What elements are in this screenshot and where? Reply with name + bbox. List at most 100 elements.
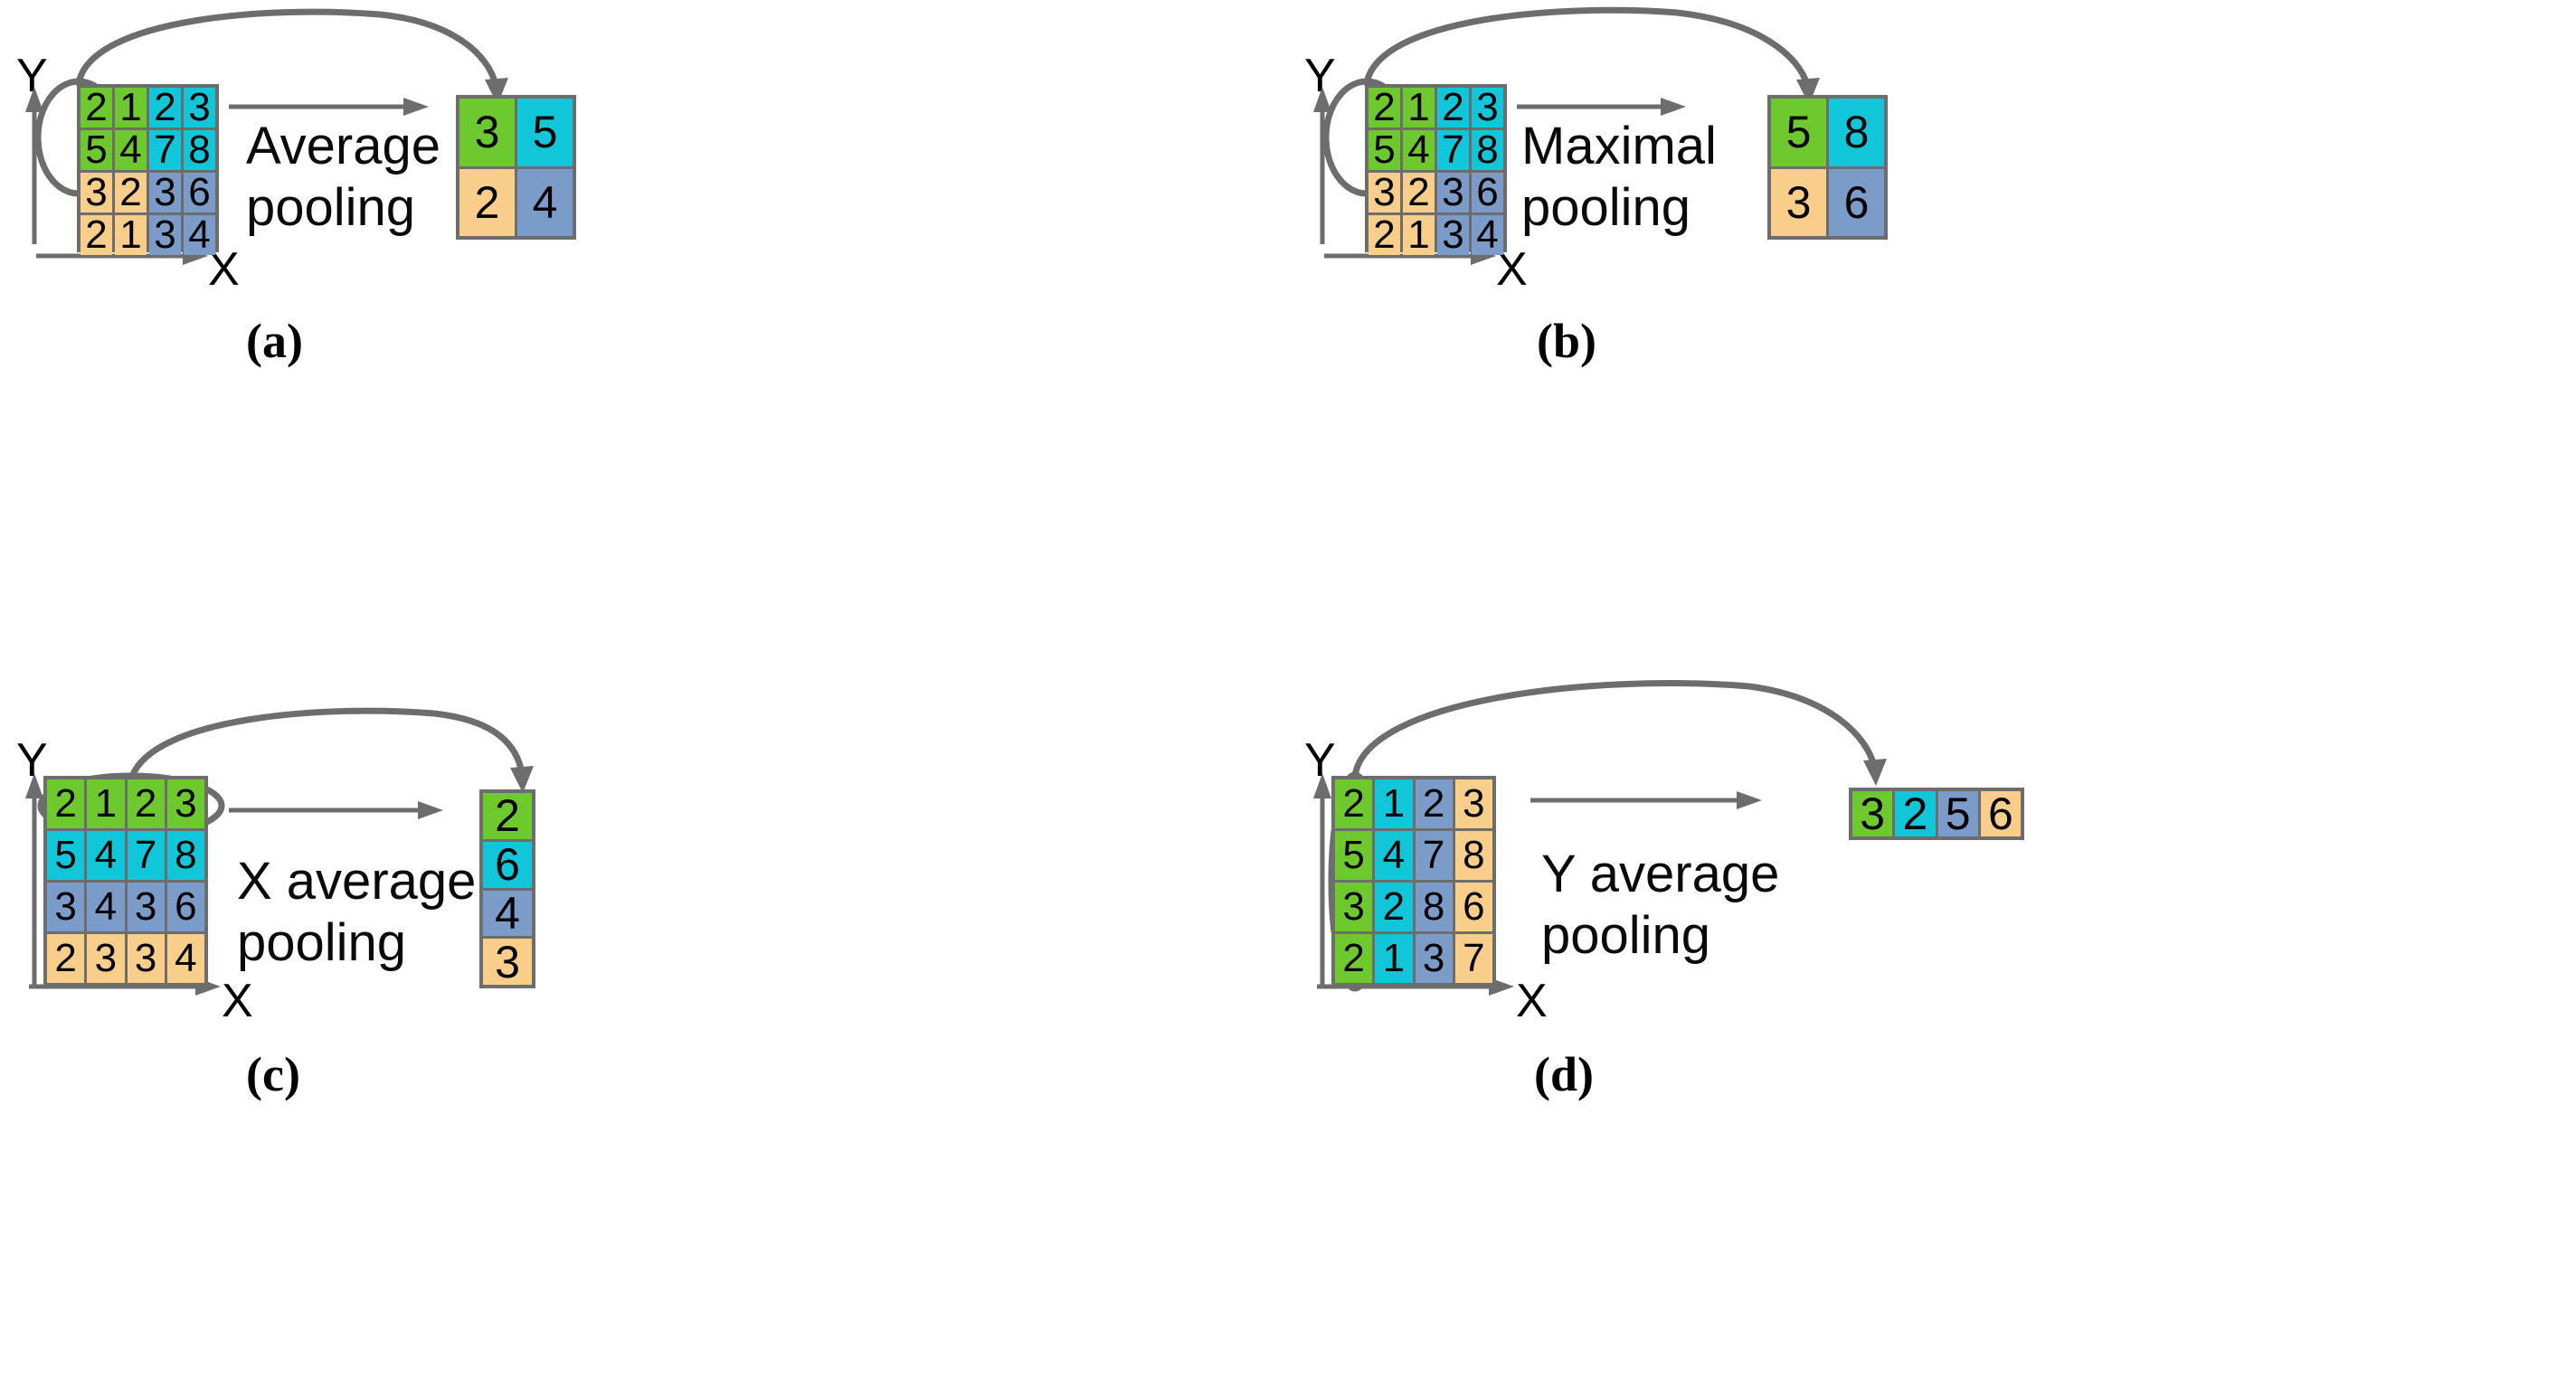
matrix-cell: 2 (483, 793, 532, 839)
input-matrix-b: 2 1 2 3 5 4 7 8 3 2 3 6 2 1 3 4 (1365, 84, 1507, 255)
panel-b: Y X 2 1 2 3 5 4 7 8 3 2 3 6 2 (1288, 0, 2576, 689)
operation-arrow (229, 801, 443, 819)
matrix-cell: 5 (80, 130, 112, 170)
matrix-cell: 5 (47, 831, 85, 880)
matrix-cell: 3 (1415, 934, 1453, 983)
matrix-cell: 2 (127, 779, 165, 828)
matrix-cell: 4 (87, 831, 125, 880)
axis-y-label: Y (16, 50, 48, 102)
matrix-cell: 5 (1368, 130, 1400, 170)
operation-label: Y average pooling (1541, 845, 1780, 966)
axis-y-label: Y (1304, 50, 1336, 102)
matrix-cell: 2 (115, 173, 147, 213)
matrix-cell: 2 (459, 168, 515, 236)
matrix-cell: 2 (1375, 883, 1413, 931)
matrix-cell: 7 (1415, 831, 1453, 880)
matrix-cell: 1 (1403, 88, 1435, 128)
output-matrix-d: 3 2 5 6 (1849, 788, 2024, 840)
output-matrix-c: 2 6 4 3 (479, 789, 535, 988)
matrix-cell: 3 (127, 934, 165, 983)
matrix-cell: 8 (1829, 99, 1884, 166)
output-matrix-a: 3 5 2 4 (456, 95, 576, 240)
matrix-cell: 3 (1771, 168, 1826, 236)
input-matrix-c: 2 1 2 3 5 4 7 8 3 4 3 6 2 3 3 4 (43, 776, 208, 987)
matrix-cell: 1 (115, 88, 147, 128)
matrix-cell: 3 (80, 173, 112, 213)
matrix-cell: 3 (149, 215, 181, 255)
matrix-cell: 2 (80, 215, 112, 255)
matrix-cell: 6 (1829, 168, 1884, 236)
matrix-cell: 2 (47, 934, 85, 983)
matrix-cell: 3 (166, 779, 204, 828)
panel-caption-a: (a) (246, 314, 303, 368)
matrix-cell: 7 (1454, 934, 1492, 983)
operation-arrow (1517, 98, 1686, 116)
matrix-cell: 6 (184, 173, 215, 213)
matrix-cell: 3 (459, 99, 515, 166)
matrix-cell: 3 (483, 939, 532, 985)
matrix-cell: 8 (1454, 831, 1492, 880)
matrix-cell: 2 (1895, 791, 1936, 836)
matrix-cell: 1 (87, 779, 125, 828)
matrix-cell: 3 (87, 934, 125, 983)
mapping-arc (1351, 680, 1887, 786)
matrix-cell: 3 (127, 883, 165, 931)
matrix-cell: 4 (483, 890, 532, 937)
matrix-cell: 6 (1454, 883, 1492, 931)
matrix-cell: 2 (149, 88, 181, 128)
matrix-cell: 3 (1454, 779, 1492, 828)
matrix-cell: 2 (1335, 934, 1373, 983)
y-axis-arrow (1313, 87, 1331, 244)
panel-caption-d: (d) (1534, 1047, 1594, 1101)
matrix-cell: 7 (1437, 130, 1469, 170)
matrix-cell: 4 (517, 168, 573, 236)
output-matrix-b: 5 8 3 6 (1767, 95, 1888, 240)
panel-caption-b: (b) (1537, 314, 1596, 368)
operation-label: Maximal pooling (1521, 117, 1717, 238)
axis-x-label: X (222, 975, 253, 1027)
matrix-cell: 8 (166, 831, 204, 880)
matrix-cell: 2 (1368, 88, 1400, 128)
matrix-cell: 6 (166, 883, 204, 931)
matrix-cell: 3 (1368, 173, 1400, 213)
matrix-cell: 5 (517, 99, 573, 166)
matrix-cell: 4 (115, 130, 147, 170)
matrix-cell: 4 (87, 883, 125, 931)
matrix-cell: 4 (1375, 831, 1413, 880)
axis-x-label: X (1516, 975, 1548, 1027)
matrix-cell: 3 (47, 883, 85, 931)
matrix-cell: 7 (149, 130, 181, 170)
panel-caption-c: (c) (246, 1047, 300, 1101)
matrix-cell: 2 (1437, 88, 1469, 128)
matrix-cell: 6 (483, 841, 532, 888)
panel-a: Y X 2 1 2 3 5 4 7 8 3 (0, 0, 1288, 689)
y-axis-arrow (1313, 773, 1331, 988)
matrix-cell: 2 (1368, 215, 1400, 255)
input-matrix-a: 2 1 2 3 5 4 7 8 3 2 3 6 2 1 3 4 (77, 84, 219, 255)
matrix-cell: 3 (149, 173, 181, 213)
matrix-cell: 3 (184, 88, 215, 128)
panel-c: Y X 2 1 2 3 5 4 7 8 3 4 3 6 2 (0, 690, 1288, 1379)
matrix-cell: 2 (80, 88, 112, 128)
operation-arrow (229, 98, 429, 116)
operation-arrow (1530, 791, 1762, 809)
panel-d: Y X 2 1 2 3 5 4 7 8 3 2 8 6 2 (1288, 680, 2576, 1379)
matrix-cell: 3 (1437, 215, 1469, 255)
matrix-cell: 8 (1415, 883, 1453, 931)
matrix-cell: 4 (1472, 215, 1503, 255)
matrix-cell: 8 (184, 130, 215, 170)
matrix-cell: 3 (1852, 791, 1893, 836)
matrix-cell: 1 (1403, 215, 1435, 255)
matrix-cell: 8 (1472, 130, 1503, 170)
matrix-cell: 3 (1335, 883, 1373, 931)
matrix-cell: 4 (166, 934, 204, 983)
y-axis-arrow (25, 773, 43, 988)
matrix-cell: 2 (1335, 779, 1373, 828)
matrix-cell: 5 (1771, 99, 1826, 166)
matrix-cell: 5 (1335, 831, 1373, 880)
matrix-cell: 1 (1375, 934, 1413, 983)
matrix-cell: 5 (1937, 791, 1978, 836)
matrix-cell: 3 (1437, 173, 1469, 213)
y-axis-arrow (25, 87, 43, 244)
operation-label: Average pooling (246, 117, 440, 238)
